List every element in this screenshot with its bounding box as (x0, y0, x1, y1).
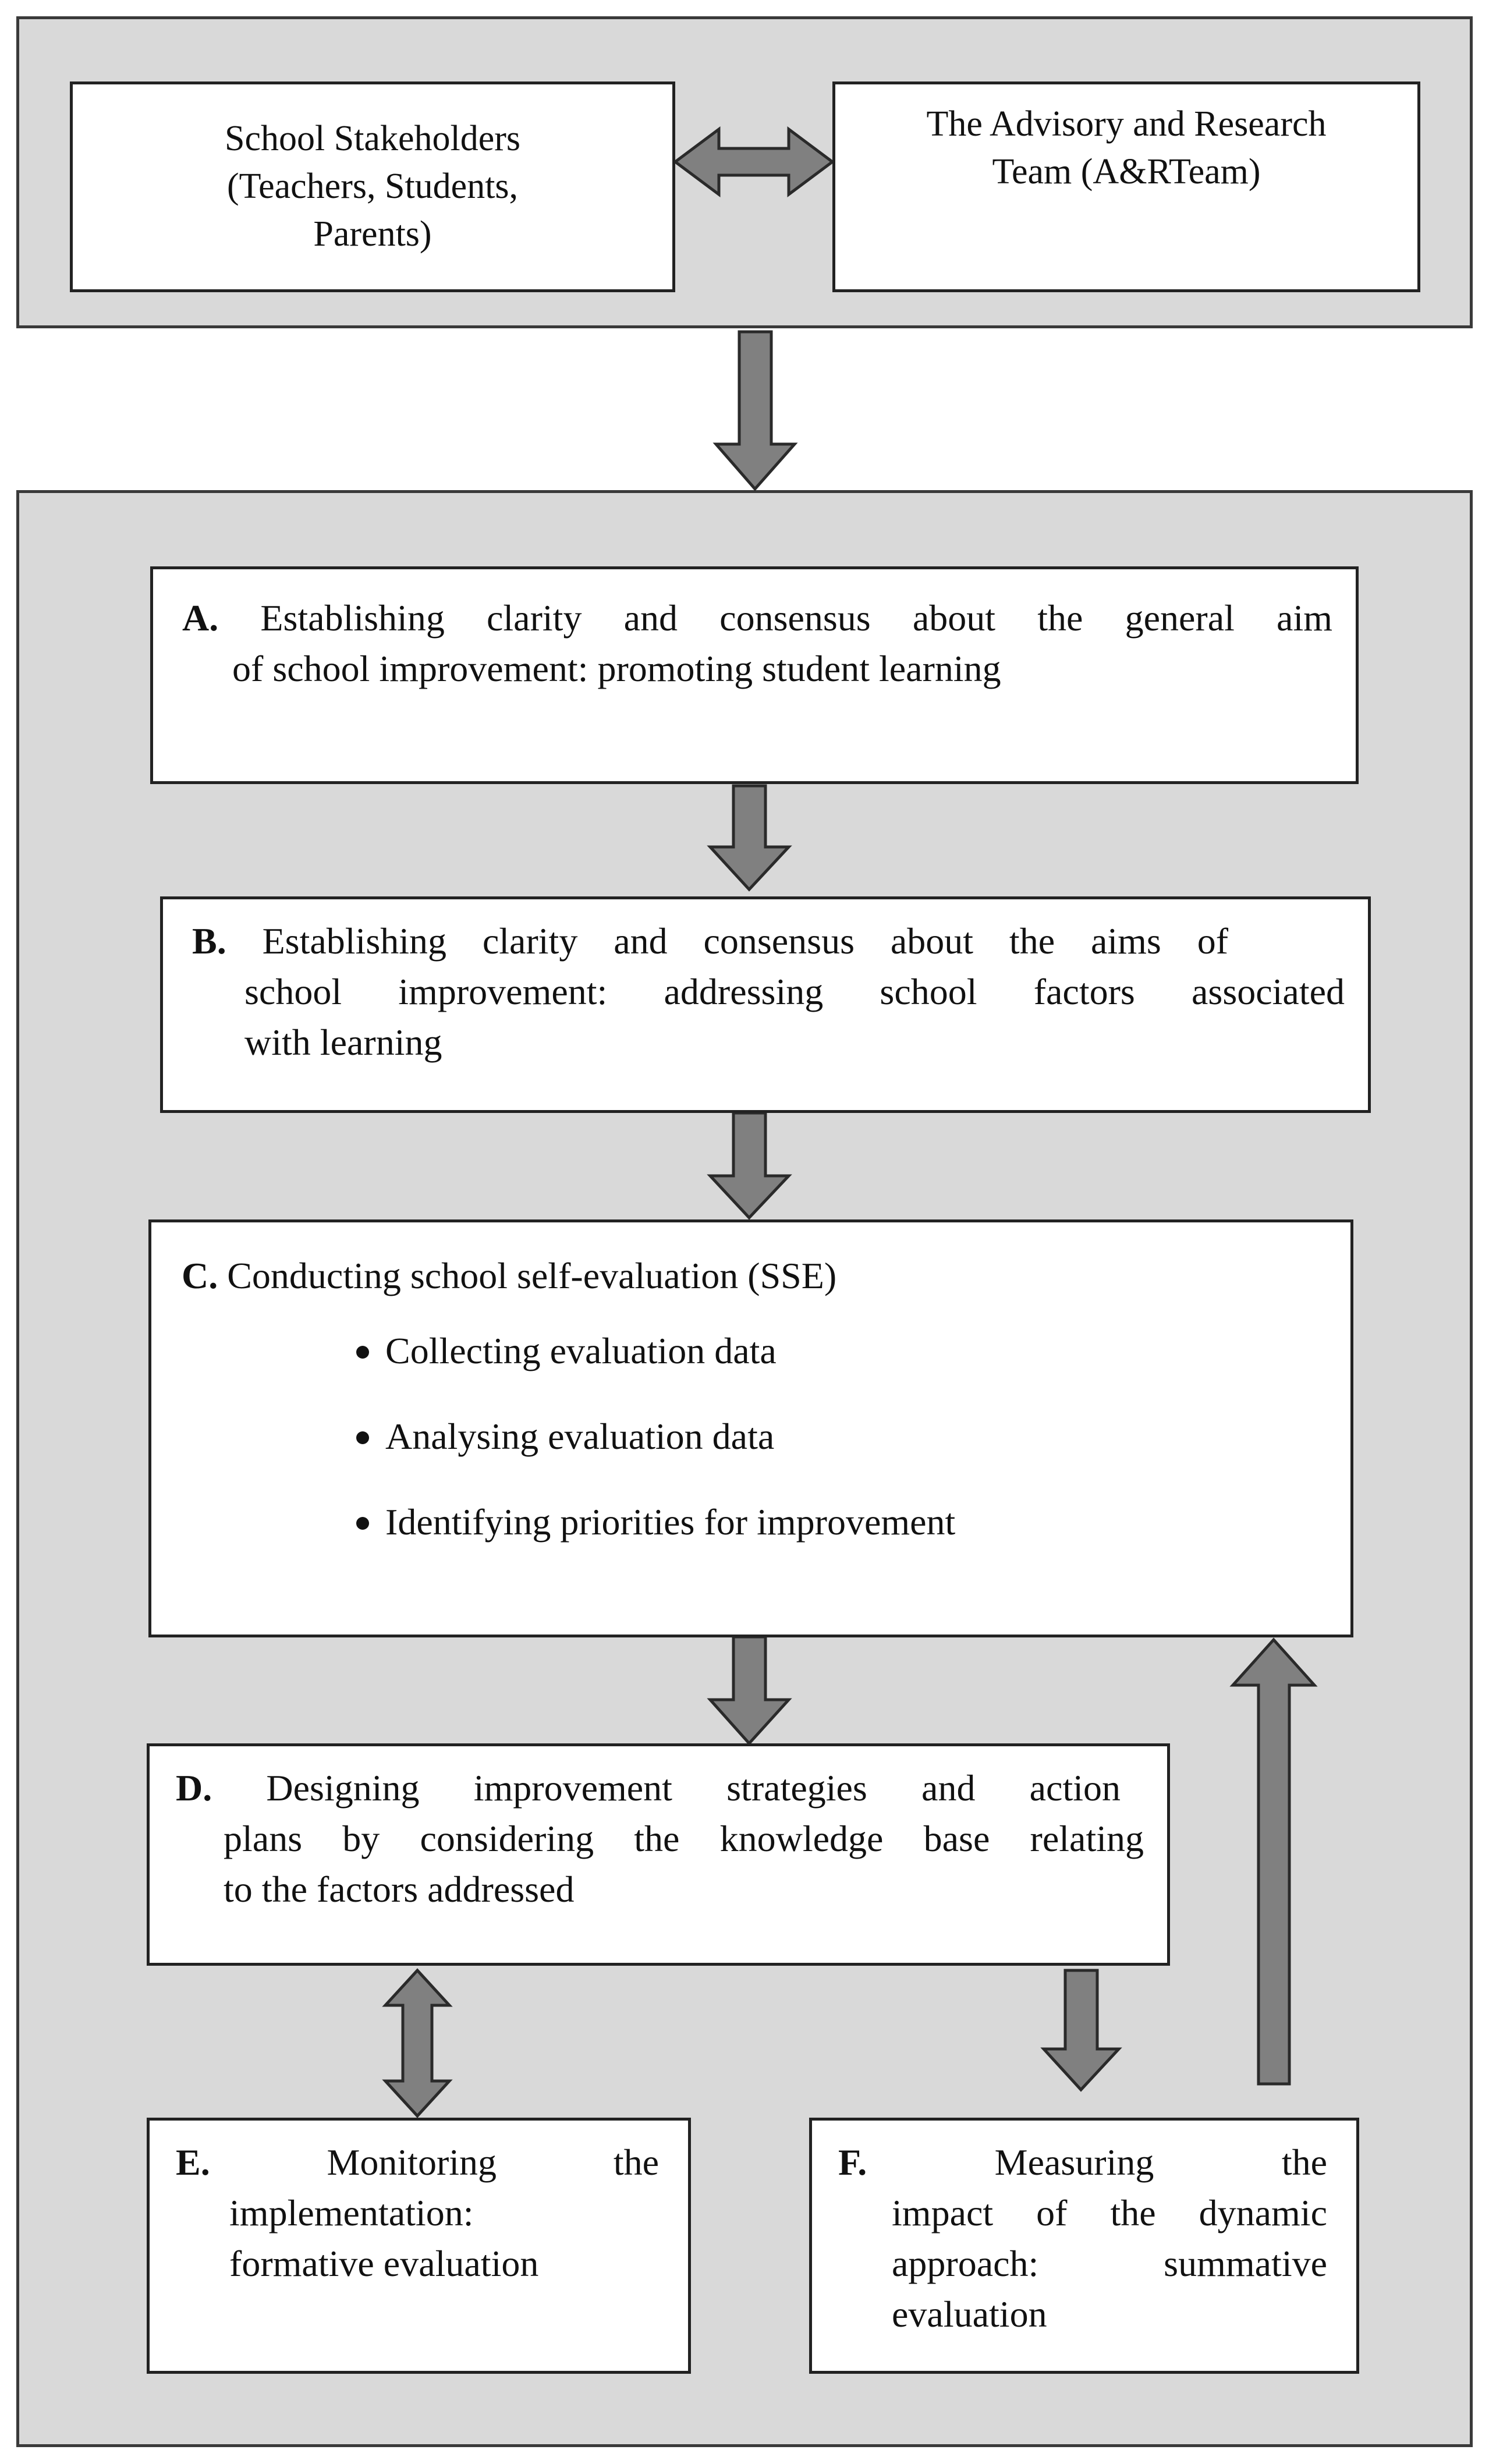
step-a-box: A. Establishing clarity and consensus ab… (150, 566, 1359, 784)
advisory-team-box: The Advisory and Research Team (A&RTeam) (832, 81, 1420, 292)
arrow-b-to-c (707, 1111, 792, 1220)
arrow-a-to-b (707, 784, 792, 892)
step-e-line-2: implementation: (229, 2192, 474, 2234)
step-e-box: E. Monitoring the implementation: format… (147, 2118, 691, 2374)
step-b-letter: B. (192, 920, 226, 962)
step-d-line-2: plans by considering the knowledge base … (224, 1818, 1144, 1860)
school-stakeholders-line-2: (Teachers, Students, (226, 166, 519, 207)
arrow-d-e-double (382, 1968, 453, 2118)
arrow-to-process (712, 330, 798, 491)
step-d-line-3: to the factors addressed (224, 1869, 575, 1910)
step-c-bullet-3: Identifying priorities for improvement (182, 1497, 1327, 1547)
step-a-line-1: Establishing clarity and consensus about… (260, 597, 1333, 639)
advisory-team-line-1: The Advisory and Research (926, 104, 1327, 144)
step-f-box: F. Measuring the impact of the dynamic a… (809, 2118, 1359, 2374)
arrow-c-to-d (707, 1635, 792, 1746)
step-a-letter: A. (182, 597, 219, 639)
step-b-box: B. Establishing clarity and consensus ab… (160, 896, 1371, 1113)
stakeholders-double-arrow (672, 126, 835, 197)
step-c-bullet-list: Collecting evaluation data Analysing eva… (182, 1325, 1327, 1547)
step-e-line-1: Monitoring the (327, 2142, 659, 2183)
step-c-bullet-1: Collecting evaluation data (182, 1325, 1327, 1376)
step-c-box: C. Conducting school self-evaluation (SS… (148, 1219, 1353, 1637)
school-stakeholders-line-3: Parents) (313, 214, 432, 254)
school-stakeholders-box: School Stakeholders (Teachers, Students,… (70, 81, 675, 292)
step-e-line-3: formative evaluation (229, 2243, 539, 2285)
step-b-line-2: school improvement: addressing school fa… (244, 971, 1345, 1013)
step-f-line-3: approach: summative (892, 2243, 1327, 2285)
step-d-box: D. Designing improvement strategies and … (147, 1743, 1170, 1966)
step-e-letter: E. (176, 2142, 210, 2183)
step-a-line-2: of school improvement: promoting student… (232, 648, 1001, 690)
advisory-team-line-2: Team (A&RTeam) (992, 151, 1261, 192)
step-f-letter: F. (838, 2142, 867, 2183)
step-b-line-3: with learning (244, 1022, 442, 1063)
school-stakeholders-line-1: School Stakeholders (225, 119, 520, 159)
arrow-f-to-c (1229, 1637, 1318, 2086)
step-d-letter: D. (176, 1767, 212, 1809)
arrow-d-to-f (1040, 1969, 1122, 2092)
step-d-line-1: Designing improvement strategies and act… (266, 1767, 1121, 1809)
step-c-letter: C. (182, 1255, 218, 1296)
step-c-bullet-2: Analysing evaluation data (182, 1411, 1327, 1462)
step-b-line-1: Establishing clarity and consensus about… (262, 920, 1229, 962)
step-f-line-1: Measuring the (994, 2142, 1327, 2183)
step-f-line-2: impact of the dynamic (892, 2192, 1327, 2234)
step-f-line-4: evaluation (892, 2293, 1047, 2335)
step-c-title: Conducting school self-evaluation (SSE) (227, 1255, 837, 1296)
